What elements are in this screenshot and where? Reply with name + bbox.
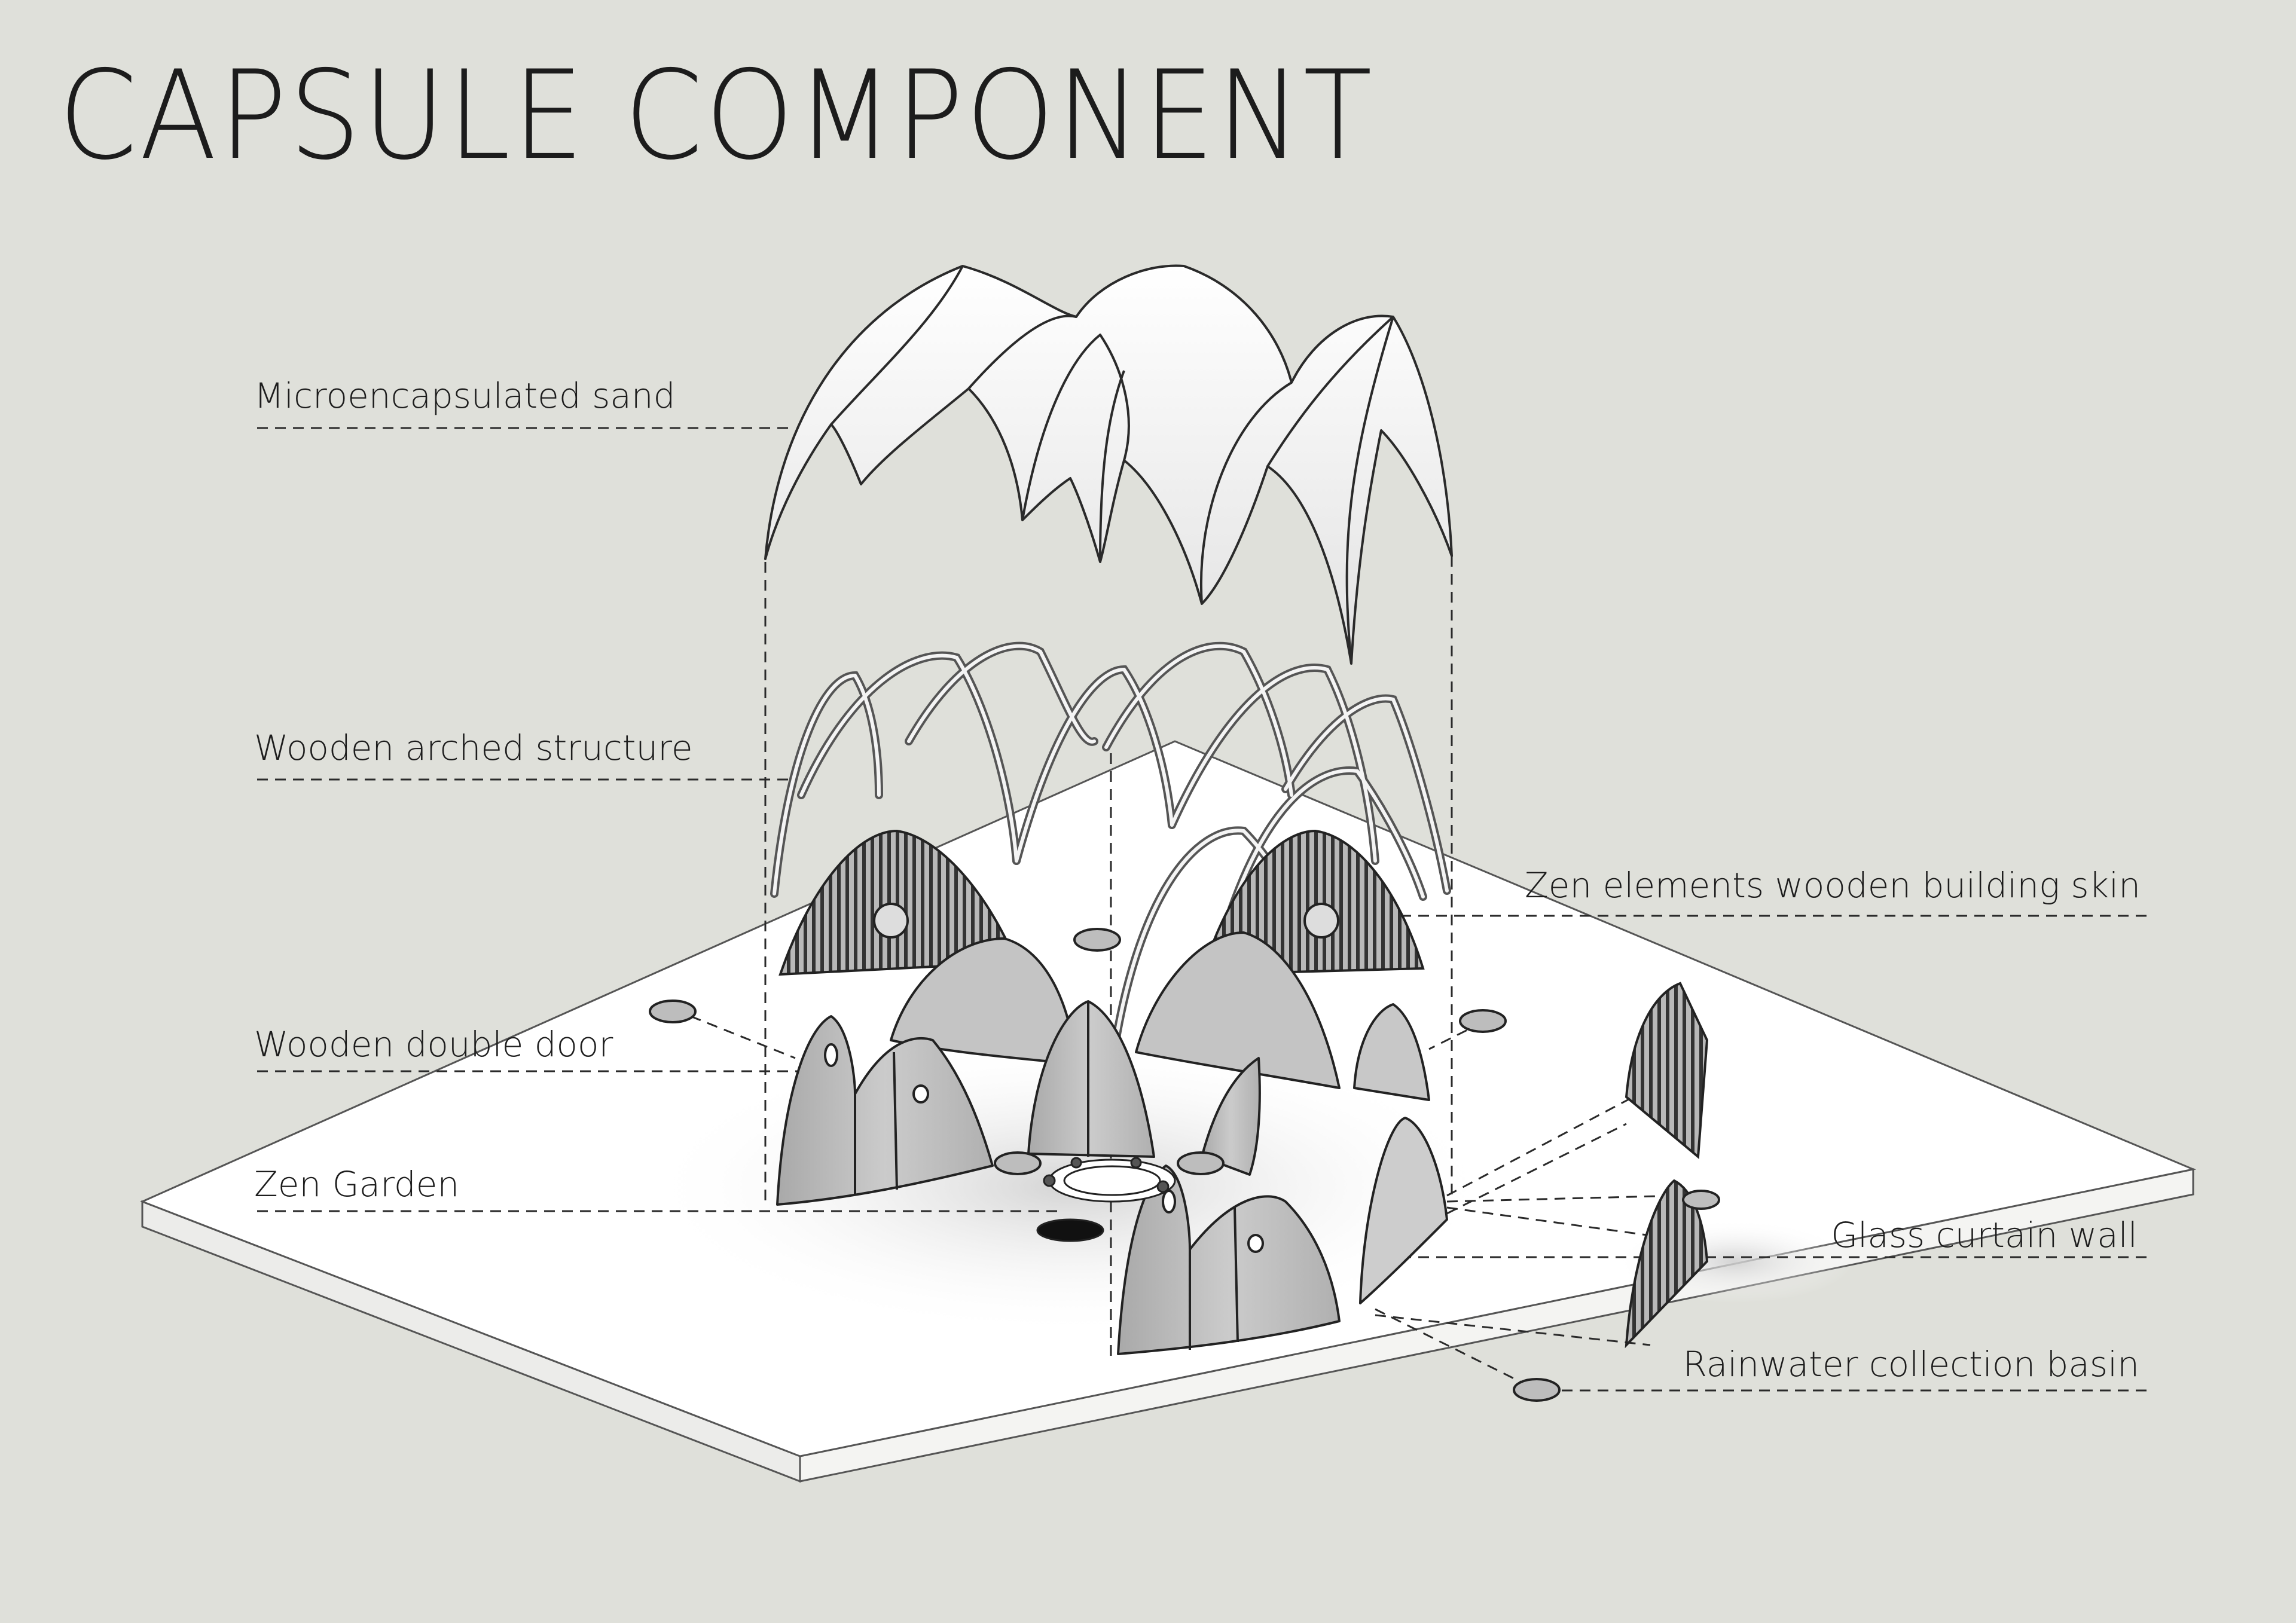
basin: [1459, 1009, 1507, 1033]
label-microencapsulated-sand: Microencapsulated sand: [254, 375, 676, 416]
basin: [649, 1000, 697, 1023]
glass-panel-thin: [1201, 1057, 1261, 1176]
solid-panel: [890, 937, 1077, 1065]
page-title: CAPSULE COMPONENT: [59, 45, 1375, 187]
roof-shell: [764, 264, 1453, 665]
basin: [1682, 1190, 1720, 1210]
roof-shell-left: [764, 264, 1453, 665]
zen-skin-far-2: [1625, 1179, 1709, 1349]
solid-panel: [1359, 1117, 1448, 1304]
label-glass-curtain-wall: Glass curtain wall: [1831, 1215, 2138, 1255]
zen-skin-left: [778, 829, 1018, 976]
zen-skin-far-1: [1625, 982, 1709, 1160]
zen-garden: [1036, 1157, 1176, 1242]
zen-garden-stone: [1036, 1218, 1104, 1242]
leader-lines: [257, 427, 2147, 1394]
basin: [1177, 1151, 1225, 1175]
label-zen-elements-skin: Zen elements wooden building skin: [1525, 865, 2141, 906]
label-wooden-arched-structure: Wooden arched structure: [254, 728, 693, 768]
solid-panel: [1353, 1003, 1430, 1101]
basin: [1513, 1378, 1561, 1402]
wall-panels: [776, 931, 1448, 1355]
basin: [1073, 928, 1121, 952]
label-rainwater-basin: Rainwater collection basin: [1683, 1344, 2139, 1384]
rainwater-basins: [649, 928, 1720, 1402]
label-zen-garden: Zen Garden: [254, 1164, 460, 1205]
label-wooden-double-door: Wooden double door: [254, 1024, 613, 1065]
arch-frame-inner: [773, 644, 1449, 1066]
basin: [994, 1151, 1042, 1175]
solid-panel: [1135, 931, 1341, 1089]
